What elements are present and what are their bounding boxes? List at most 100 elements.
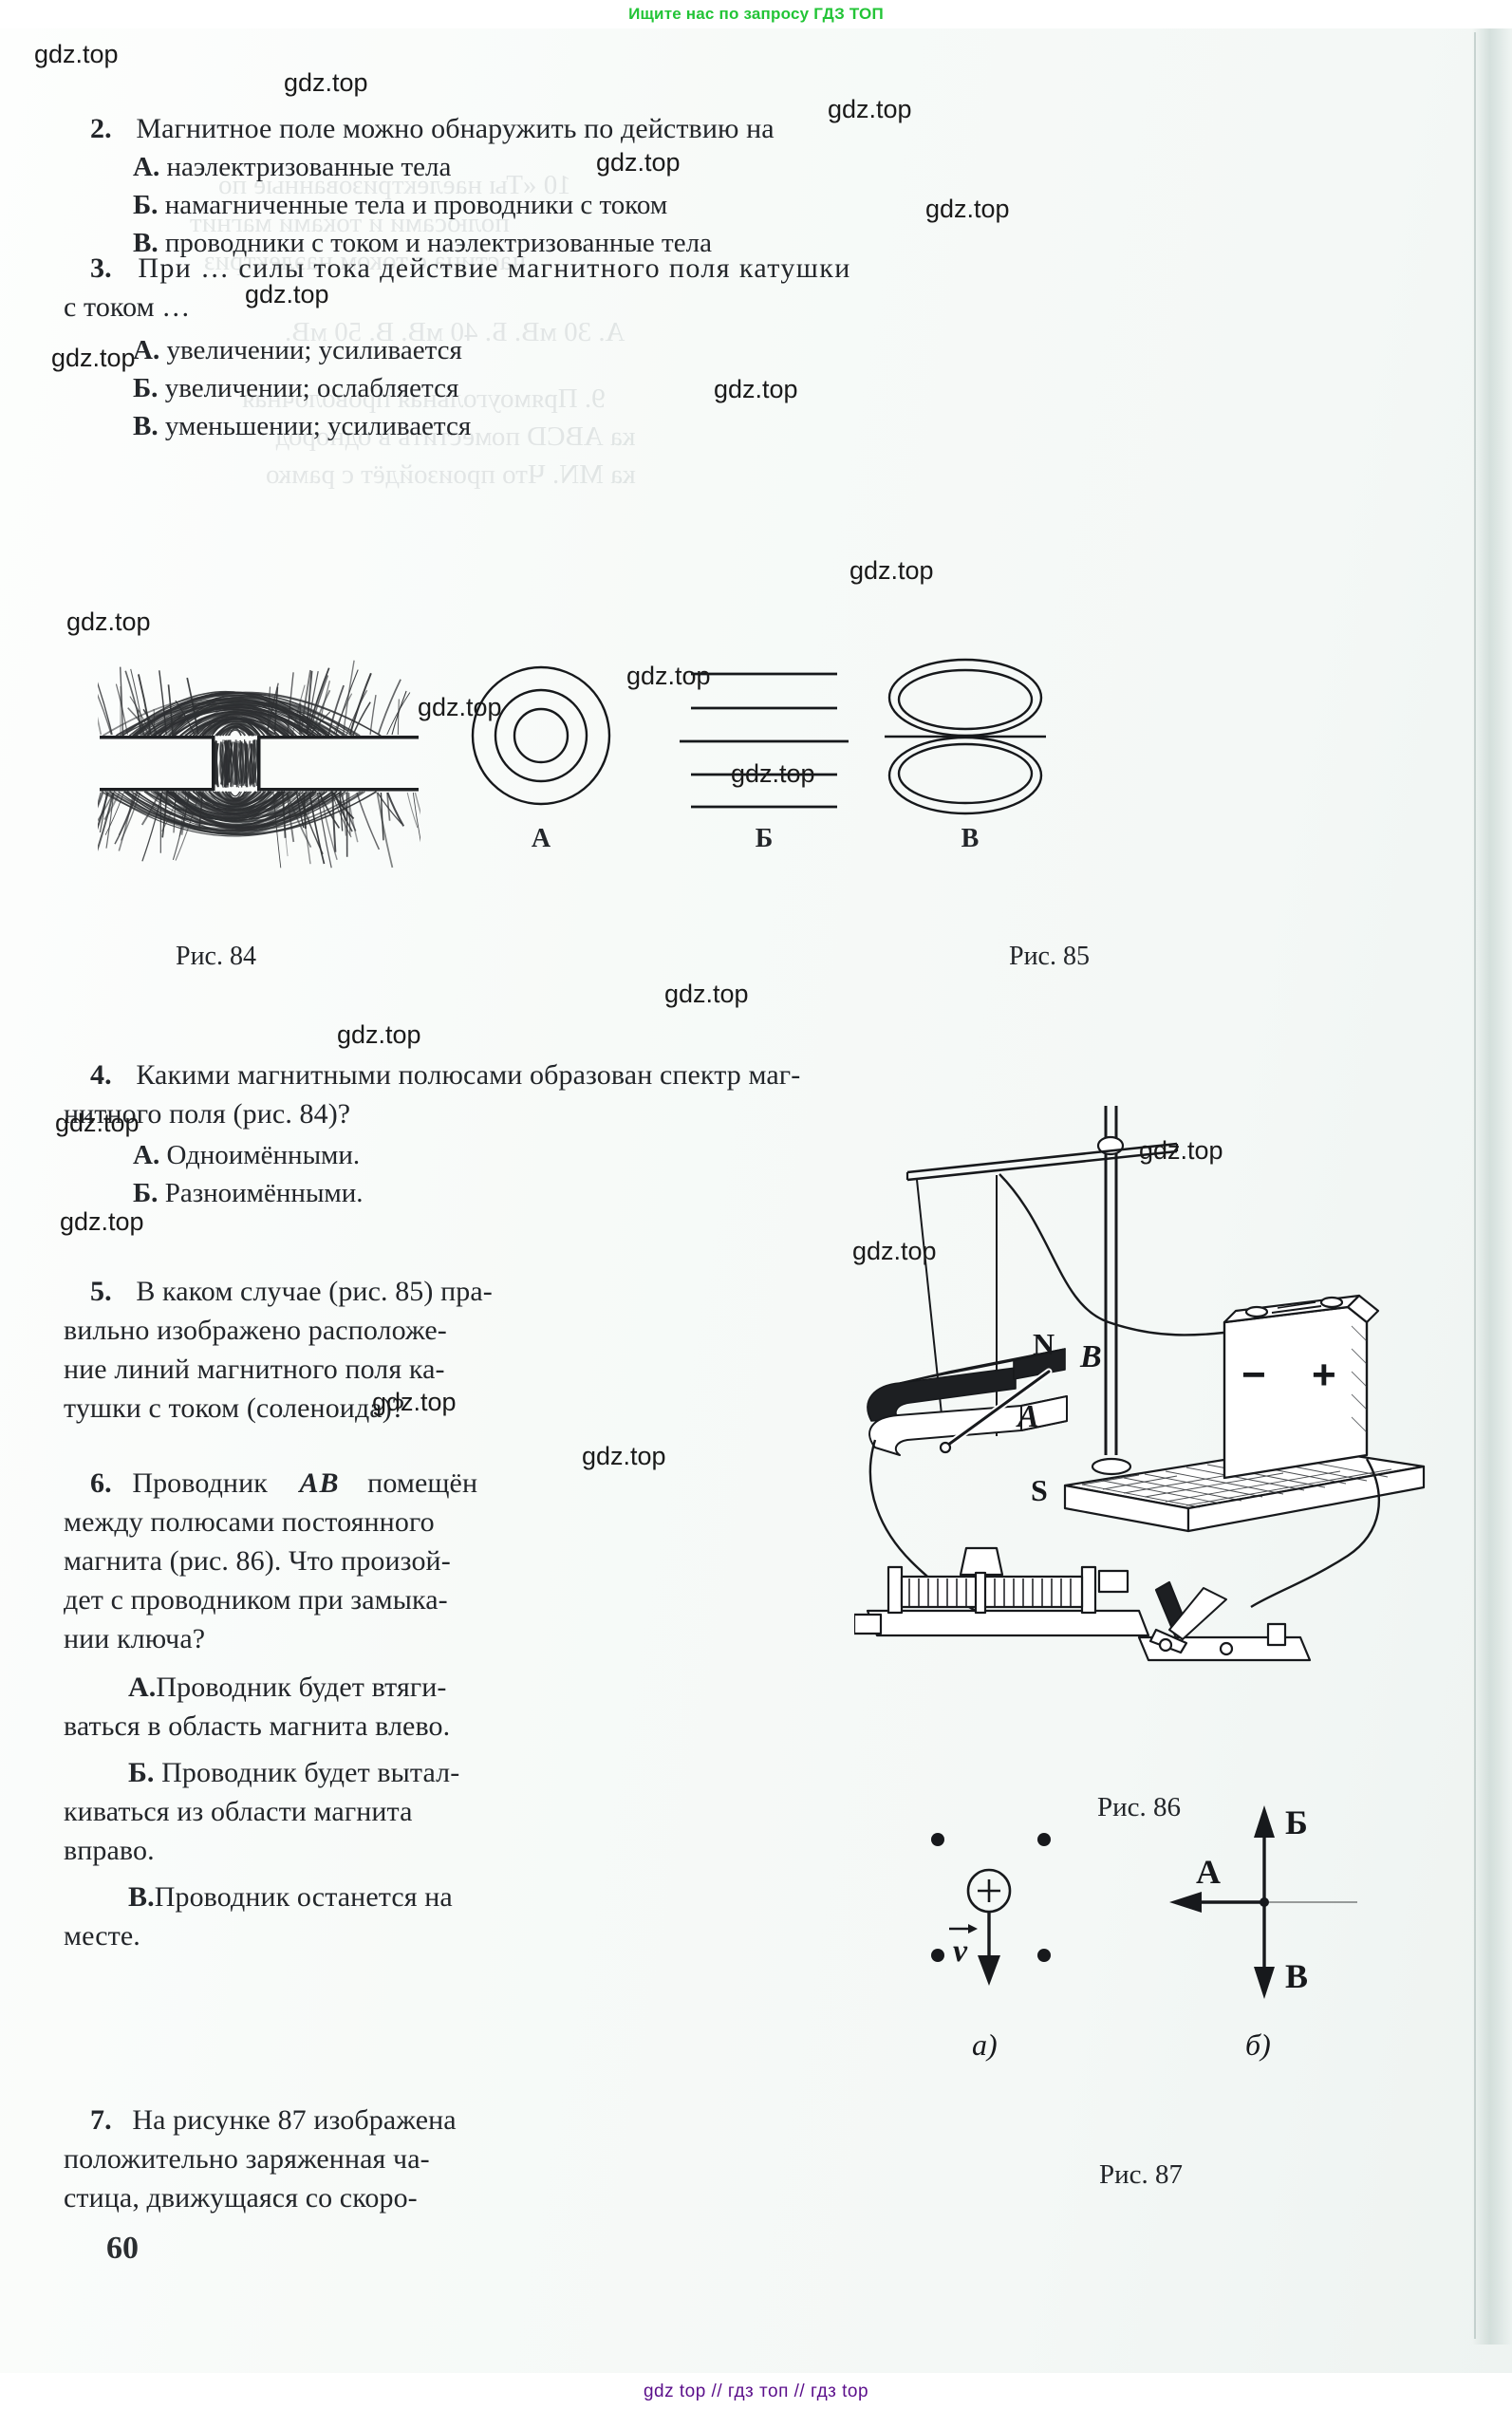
promo-banner-text: Ищите нас по запросу ГДЗ ТОП <box>628 5 884 24</box>
question-6-option-b: Б. Проводник будет вытал- <box>90 1753 546 1792</box>
figure-86-label-b: B <box>1079 1339 1102 1374</box>
question-2: 2. Магнитное поле можно обнаружить по де… <box>90 109 840 262</box>
figure-87-caption: Рис. 87 <box>1099 2159 1183 2191</box>
figure-84 <box>98 655 420 883</box>
question-4-number: 4. <box>90 1059 112 1091</box>
question-5-stem-line1: 5. В каком случае (рис. 85) пра- <box>90 1272 536 1311</box>
option-text: Разноимёнными. <box>165 1178 364 1208</box>
question-6-option-b-cont2: вправо. <box>64 1831 546 1870</box>
question-2-stem: 2. Магнитное поле можно обнаружить по де… <box>90 109 840 148</box>
question-5-number: 5. <box>90 1276 112 1307</box>
figure-87-drawing: v а) Б А В б) <box>911 1784 1443 2069</box>
question-6-option-c: В.Проводник останется на <box>90 1878 546 1916</box>
promo-banner: Ищите нас по запросу ГДЗ ТОП <box>0 0 1512 28</box>
question-6-stem-line3: магнита (рис. 86). Что произой- <box>64 1541 546 1580</box>
option-text-line1: Проводник останется на <box>155 1881 453 1913</box>
question-6-stem-line1: 6. Проводник AB помещён <box>90 1464 546 1503</box>
question-6-number: 6. <box>90 1467 112 1499</box>
figure-85-variant-b <box>674 663 854 824</box>
question-6-option-a: А.Проводник будет втяги- <box>90 1668 546 1707</box>
option-text: увеличении; усиливается <box>166 335 461 365</box>
figure-84-drawing <box>98 655 420 883</box>
question-6-option-b-cont1: киваться из области магнита <box>64 1792 546 1831</box>
figure-85-label-a: А <box>513 824 569 854</box>
figure-85-variant-c <box>883 655 1049 823</box>
option-letter: Б. <box>133 190 158 220</box>
question-5-stem-line3: ние линий магнитного поля ка- <box>64 1350 536 1389</box>
question-7-stem-line2: положительно заряженная ча- <box>64 2139 546 2178</box>
option-letter: А. <box>133 152 159 182</box>
question-2-stem-text: Магнитное поле можно обнаружить по дейст… <box>136 113 774 144</box>
figure-87: v а) Б А В б) <box>911 1784 1443 2155</box>
question-7-stem-line1: 7. На рисунке 87 изображена <box>90 2101 546 2139</box>
text-column: 2. Магнитное поле можно обнаружить по де… <box>0 28 859 2345</box>
option-text: увеличении; ослабляется <box>165 373 459 403</box>
figure-85-label-b: Б <box>736 824 793 854</box>
figure-87-direction-down: В <box>1285 1957 1308 1995</box>
option-text: уменьшении; усиливается <box>165 411 471 441</box>
question-7-stem-line3: стица, движущаяся со скоро- <box>64 2178 546 2217</box>
question-3-option-a: А. увеличении; усиливается <box>90 331 859 369</box>
question-3-stem-line1: 3. При … силы тока действие магнитного п… <box>90 249 859 288</box>
option-letter: Б. <box>133 373 158 403</box>
question-5-stem-line4: тушки с током (соленоида)? <box>64 1389 536 1428</box>
option-text-line1: Проводник будет вытал- <box>161 1757 459 1788</box>
question-3-number: 3. <box>90 252 112 284</box>
figure-87-direction-up: Б <box>1285 1803 1308 1841</box>
figure-86-label-a: A <box>1016 1399 1039 1434</box>
arrow-left-head <box>1169 1892 1202 1913</box>
question-4-stem-line1: 4. Какими магнитными полюсами образован … <box>90 1056 878 1094</box>
question-4-stem-line2: нитного поля (рис. 84)? <box>64 1094 878 1133</box>
figure-87-direction-left: А <box>1196 1853 1221 1891</box>
option-text-line1: Проводник будет втяги- <box>156 1672 446 1703</box>
question-5-stem-line2: вильно изображено расположе- <box>64 1311 536 1350</box>
question-2-option-b: Б. намагниченные тела и проводники с ток… <box>90 186 840 224</box>
option-letter: В. <box>133 411 159 441</box>
concentric-circles-icon <box>465 655 617 816</box>
question-4-option-b: Б. Разноимёнными. <box>90 1174 878 1212</box>
question-3: 3. При … силы тока действие магнитного п… <box>90 249 859 445</box>
footer-bar: gdz top // гдз топ // гдз top <box>0 2373 1512 2410</box>
stacked-ellipses-icon <box>883 655 1049 818</box>
figure-86-label-north: N <box>1033 1327 1055 1361</box>
question-4: 4. Какими магнитными полюсами образован … <box>90 1056 878 1212</box>
question-6-stem-line2: между полюсами постоянного <box>64 1503 546 1541</box>
question-4-option-a: А. Одноимёнными. <box>90 1136 878 1174</box>
question-6-option-c-cont: месте. <box>64 1916 546 1955</box>
option-letter: Б. <box>128 1757 155 1788</box>
option-letter: В. <box>128 1881 155 1913</box>
question-7: 7. На рисунке 87 изображена положительно… <box>90 2101 546 2217</box>
figure-85-label-c: В <box>942 824 999 854</box>
figure-87-sublabel-b: б) <box>1245 2027 1271 2062</box>
conductor-ab-label: AB <box>300 1467 340 1499</box>
page-number: 60 <box>106 2231 139 2267</box>
question-2-option-a: А. наэлектризованные тела <box>90 148 840 186</box>
question-7-number: 7. <box>90 2104 112 2136</box>
question-3-stem-line2: с током … <box>64 288 859 327</box>
figure-85-caption: Рис. 85 <box>1009 942 1090 972</box>
option-text: намагниченные тела и проводники с током <box>165 190 668 220</box>
question-6: 6. Проводник AB помещён между полюсами п… <box>90 1464 546 1955</box>
question-3-option-c: В. уменьшении; усиливается <box>90 407 859 445</box>
option-letter: А. <box>133 335 159 365</box>
figure-86-label-south: S <box>1031 1473 1048 1507</box>
option-letter: Б. <box>133 1178 158 1208</box>
option-text: Одноимёнными. <box>166 1140 360 1170</box>
question-6-option-a-cont: ваться в область магнита влево. <box>64 1707 546 1746</box>
figure-86-label-plus: + <box>1312 1352 1336 1398</box>
book-spine-shadow <box>1472 28 1512 2345</box>
book-spine-line <box>1474 32 1476 2339</box>
figure-85: А Б В <box>456 655 1044 892</box>
figure-86-label-minus: − <box>1241 1352 1266 1398</box>
figure-85-variant-a <box>465 655 617 821</box>
question-3-option-b: Б. увеличении; ослабляется <box>90 369 859 407</box>
figure-86: N B A S − + <box>854 1087 1443 1675</box>
arrow-down-head <box>1254 1967 1275 1999</box>
arrow-up-head <box>1254 1805 1275 1838</box>
figure-84-caption: Рис. 84 <box>176 942 256 972</box>
question-6-stem-line4: дет с проводником при замыка- <box>64 1580 546 1619</box>
velocity-arrowhead <box>978 1955 1000 1986</box>
option-text: наэлектризованные тела <box>166 152 451 182</box>
parallel-lines-icon <box>674 663 854 819</box>
option-letter: А. <box>133 1140 159 1170</box>
